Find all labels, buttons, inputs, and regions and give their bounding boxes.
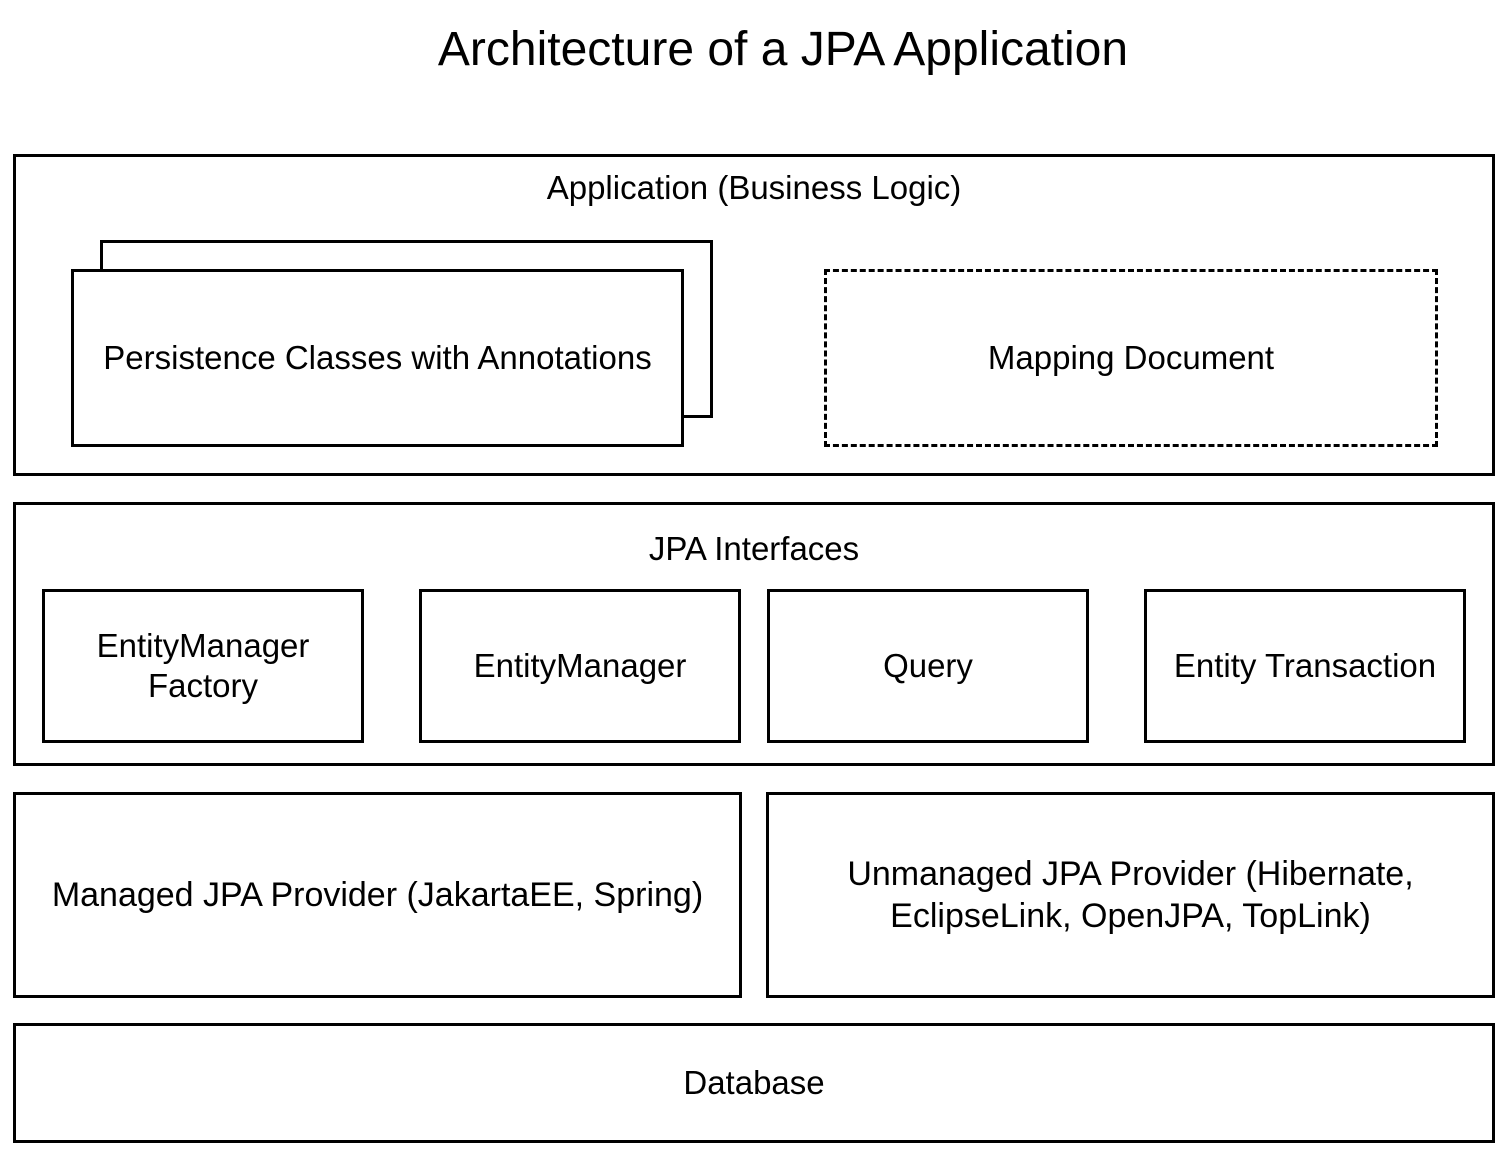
mapping-document-box: Mapping Document [824, 269, 1438, 447]
managed-jpa-provider-label: Managed JPA Provider (JakartaEE, Spring) [51, 876, 704, 914]
entity-manager-label: EntityManager [473, 647, 687, 684]
entity-transaction-box: Entity Transaction [1144, 589, 1466, 743]
persistence-classes-box: Persistence Classes with Annotations [71, 269, 684, 447]
entity-transaction-label: Entity Transaction [1173, 647, 1437, 684]
diagram-title: Architecture of a JPA Application [437, 23, 1129, 76]
entity-manager-factory-box: EntityManager Factory [42, 589, 364, 743]
application-layer-label: Application (Business Logic) [546, 169, 962, 206]
database-label: Database [683, 1064, 825, 1101]
entity-manager-factory-line2: Factory [147, 667, 259, 704]
mapping-document-label: Mapping Document [987, 339, 1275, 376]
persistence-classes-label: Persistence Classes with Annotations [103, 339, 652, 376]
unmanaged-jpa-provider-box: Unmanaged JPA Provider (Hibernate, Eclip… [766, 792, 1495, 998]
query-box: Query [767, 589, 1089, 743]
jpa-interfaces-label: JPA Interfaces [648, 530, 860, 567]
unmanaged-jpa-provider-line2: EclipseLink, OpenJPA, TopLink) [890, 897, 1371, 935]
unmanaged-jpa-provider-line1: Unmanaged JPA Provider (Hibernate, [847, 855, 1414, 893]
database-box: Database [13, 1023, 1495, 1143]
entity-manager-factory-line1: EntityManager [96, 627, 310, 664]
query-label: Query [883, 647, 973, 684]
entity-manager-box: EntityManager [419, 589, 741, 743]
managed-jpa-provider-box: Managed JPA Provider (JakartaEE, Spring) [13, 792, 742, 998]
